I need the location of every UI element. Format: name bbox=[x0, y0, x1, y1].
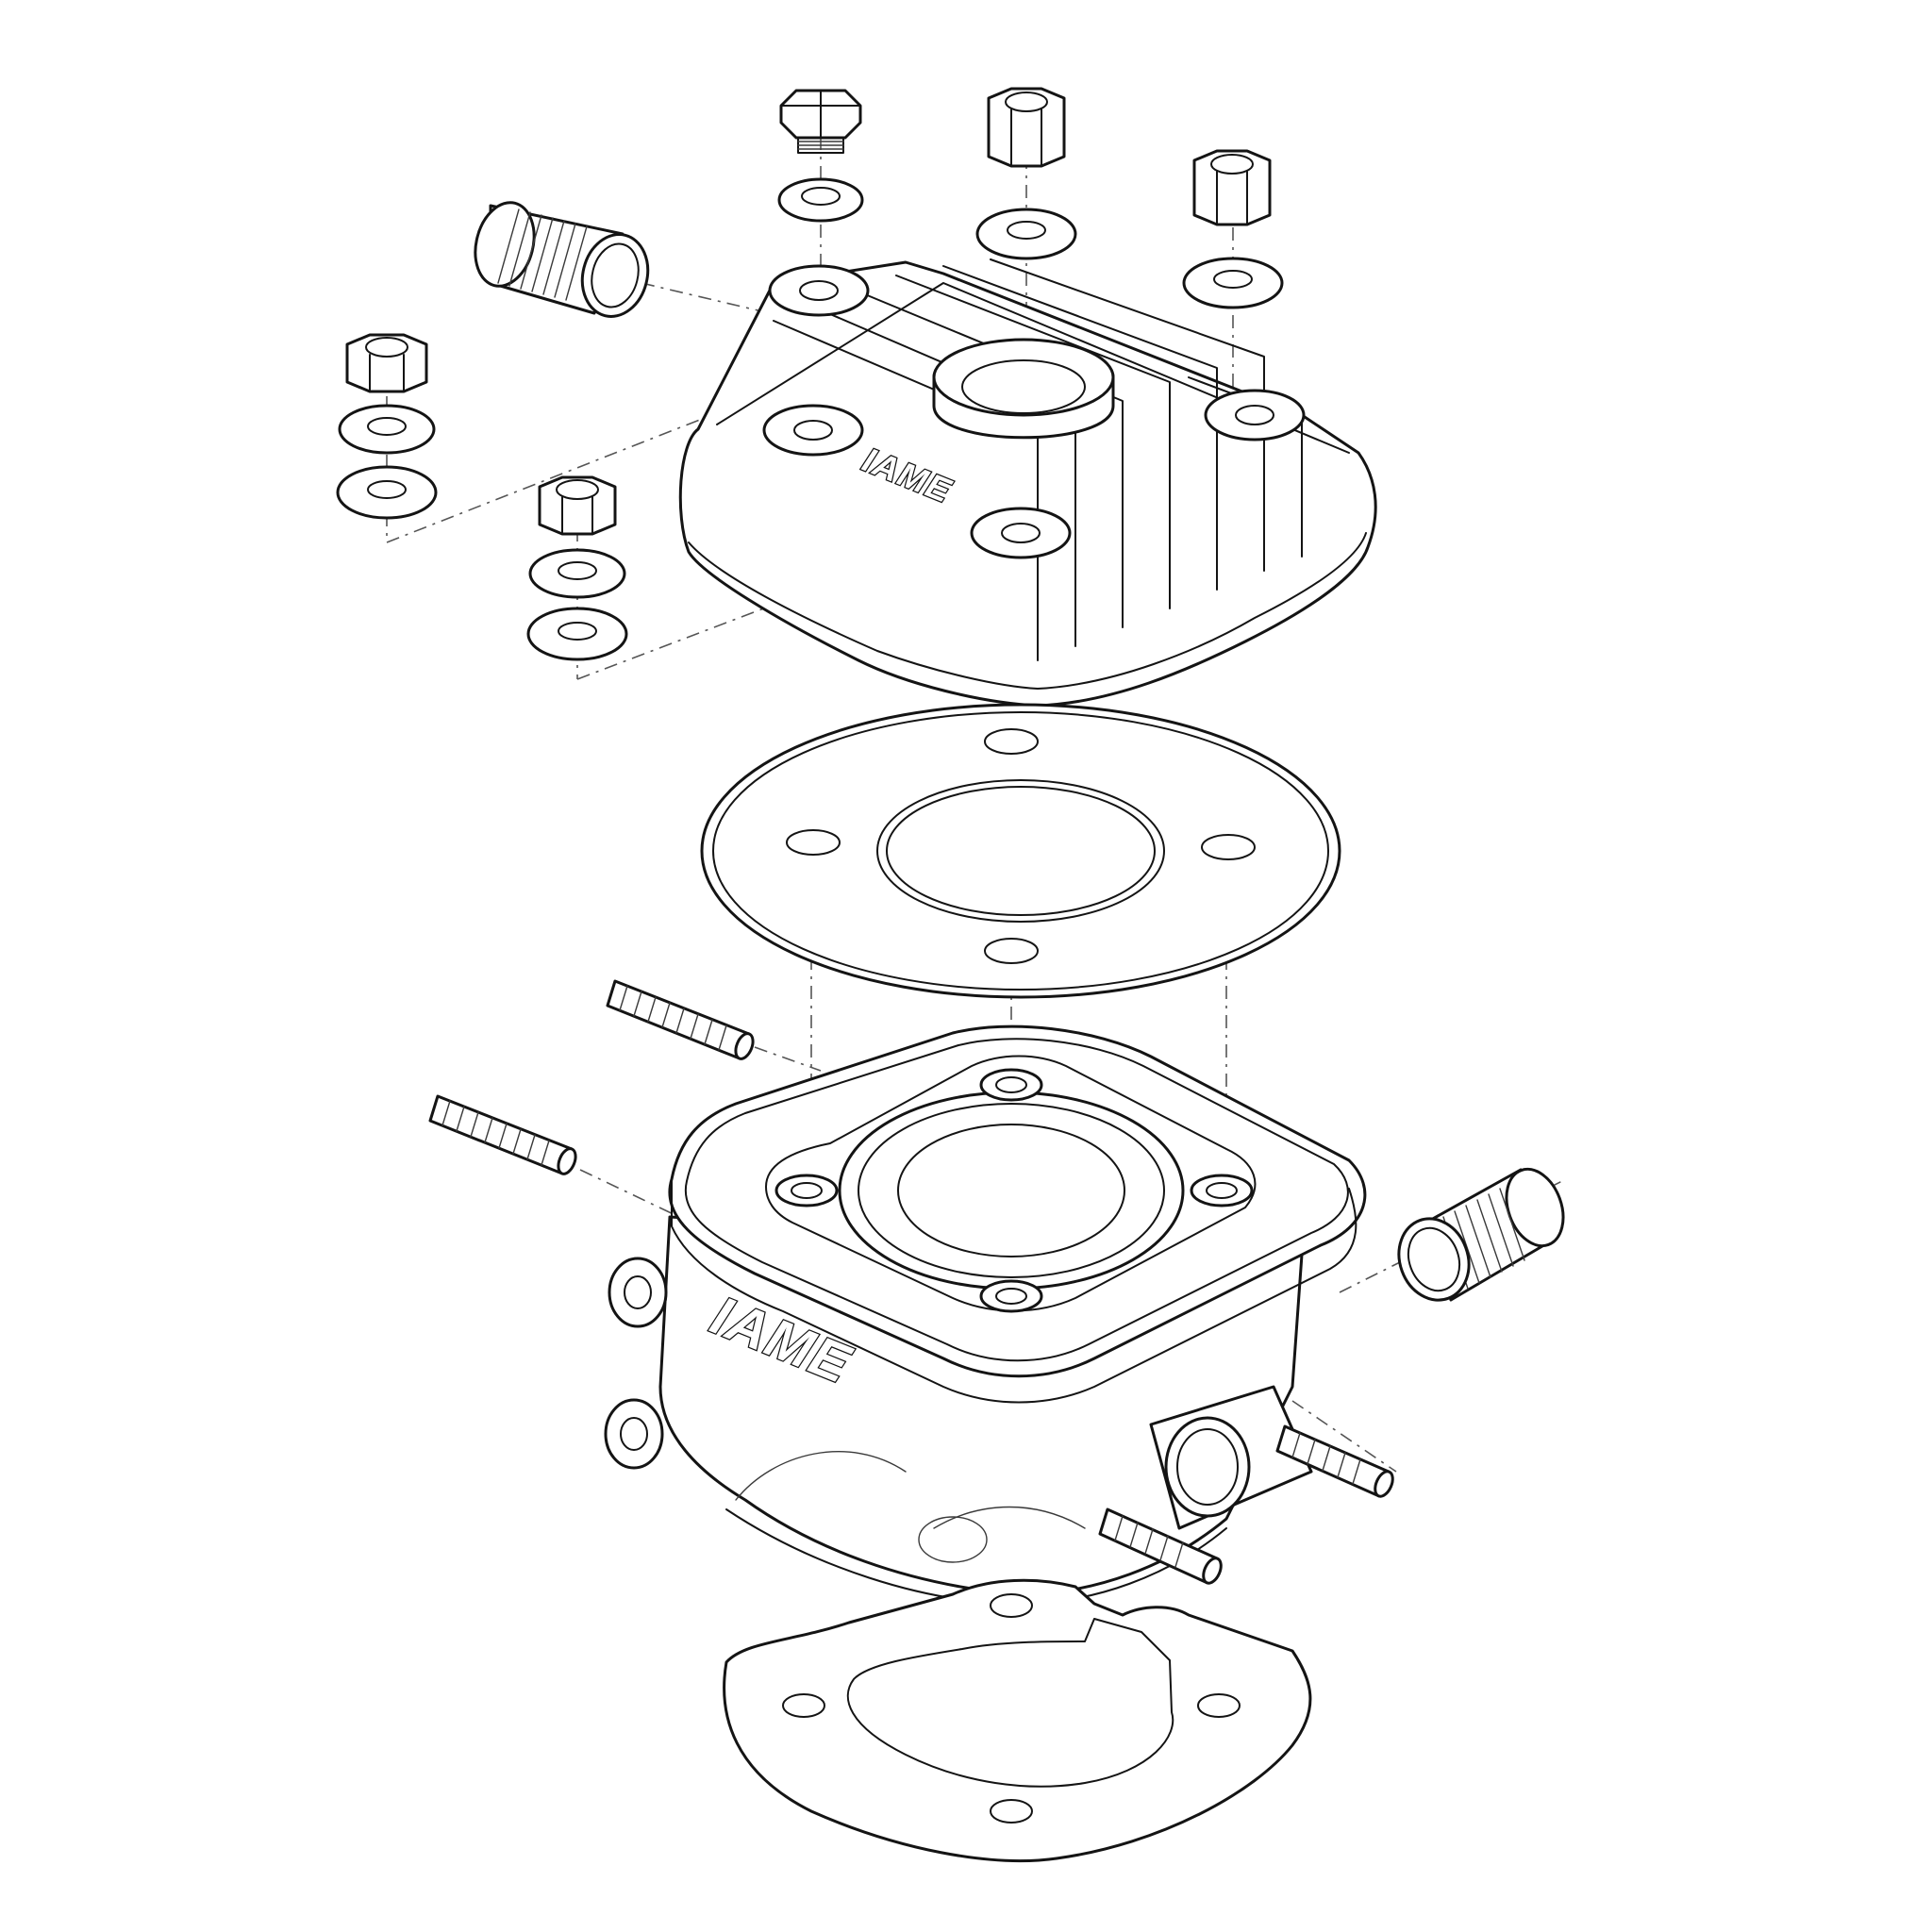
stud bbox=[606, 979, 755, 1060]
washer bbox=[975, 208, 1077, 260]
thread bbox=[497, 208, 588, 301]
washer bbox=[528, 548, 626, 599]
nut bbox=[987, 87, 1066, 168]
washer bbox=[336, 465, 438, 520]
nut bbox=[1192, 149, 1272, 226]
cylinder: IAME bbox=[604, 1024, 1367, 1605]
nut bbox=[345, 333, 428, 393]
washer bbox=[777, 177, 864, 223]
washer bbox=[338, 404, 436, 455]
head-gasket bbox=[700, 703, 1341, 999]
stud bbox=[1098, 1507, 1223, 1585]
stud bbox=[428, 1094, 577, 1175]
base-gasket bbox=[723, 1578, 1312, 1863]
stud bbox=[1275, 1424, 1394, 1498]
spark-plug-bolt bbox=[779, 89, 862, 154]
water-fitting bbox=[474, 201, 650, 318]
washer bbox=[526, 607, 628, 661]
washer bbox=[1182, 257, 1284, 309]
cylinder-head: IAME bbox=[678, 258, 1377, 708]
water-fitting bbox=[1397, 1167, 1565, 1302]
nut bbox=[538, 475, 617, 536]
